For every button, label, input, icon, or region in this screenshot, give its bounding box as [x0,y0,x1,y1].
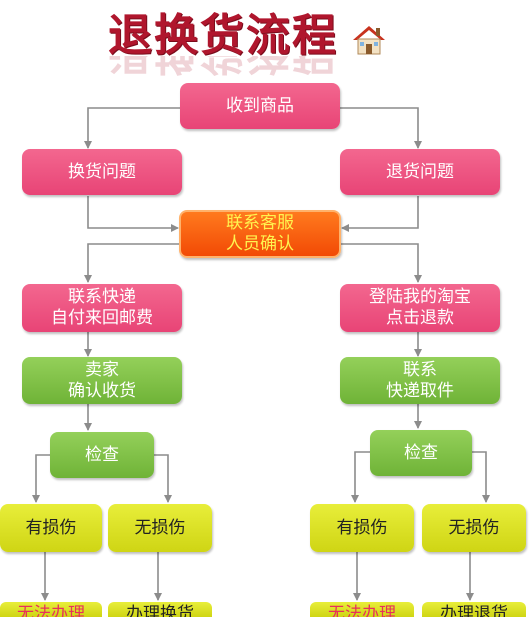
node-exchange-issue: 换货问题 [22,149,182,195]
node-undamaged-right: 无损伤 [422,504,526,552]
node-damaged-right: 有损伤 [310,504,414,552]
node-contact-pickup: 联系 快递取件 [340,357,500,404]
node-login-taobao: 登陆我的淘宝 点击退款 [340,284,500,332]
arrow-check-right-damaged [351,451,370,503]
node-check-right: 检查 [370,430,472,476]
node-cannot-process-right: 无法办理 [310,602,414,617]
node-damaged-left: 有损伤 [0,504,102,552]
house-icon [353,26,385,55]
arrow-return-to-service [341,196,419,232]
node-check-left: 检查 [50,432,154,478]
node-contact-service: 联系客服 人员确认 [179,210,341,258]
arrow-service-to-login [340,243,422,283]
arrow-check-left-damaged [32,454,50,503]
node-cannot-process-left: 无法办理 [0,602,102,617]
arrow-exchange-to-service [87,196,179,232]
node-process-exchange: 办理换货 [108,602,212,617]
node-seller-confirm: 卖家 确认收货 [22,357,182,404]
node-return-issue: 退货问题 [340,149,500,195]
page-title: 退换货流程 [108,10,338,61]
arrow-receive-to-return [340,107,422,149]
node-receive-goods: 收到商品 [180,83,340,129]
title-area: 退换货流程 退换货流程 [108,10,408,78]
arrow-service-to-courier [84,243,180,283]
node-process-return: 办理退货 [422,602,526,617]
arrow-check-right-undamaged [472,451,490,503]
arrow-check-left-undamaged [154,454,172,503]
node-undamaged-left: 无损伤 [108,504,212,552]
arrow-receive-to-exchange [84,107,180,149]
node-contact-courier: 联系快递 自付来回邮费 [22,284,182,332]
